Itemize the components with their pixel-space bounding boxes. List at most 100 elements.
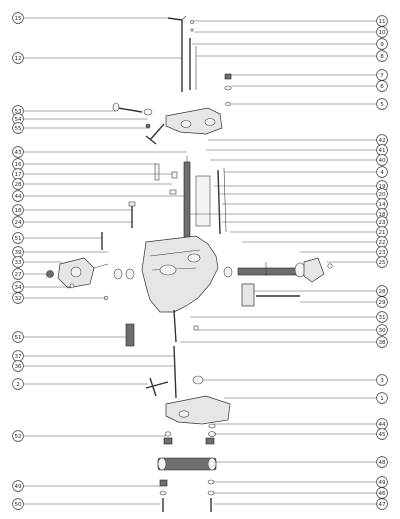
callout-left-17-7: 17 [12,168,172,180]
callout-circle [376,456,388,468]
t-fitting-upper [145,123,165,145]
callout-number: 22 [378,240,385,246]
callout-number: 30 [378,328,386,334]
upper-bolt-assembly [112,102,153,129]
callout-number: 31 [378,315,386,321]
callout-left-33-14: 33 [12,256,62,268]
callout-number: 53 [14,109,22,115]
callout-left-32-17: 32 [12,292,106,304]
callout-left-52-22: 52 [12,430,166,442]
callout-number: 41 [378,148,386,154]
callout-right-18-14: 18 [190,208,388,220]
callout-right-6-5: 6 [231,80,388,92]
housing-washers-left [103,268,135,301]
callout-right-28-20: 28 [254,285,388,297]
callout-number: 28 [14,182,22,188]
callout-circle [12,204,24,216]
callout-circle [12,480,24,492]
callout-number: 19 [378,184,386,190]
callout-right-20-12: 20 [218,188,388,200]
callout-number: 51 [14,236,22,242]
callout-circle [12,256,24,268]
callouts-left: 1512535455431617284418245139332734325137… [12,12,187,510]
callout-left-53-2: 53 [12,105,116,117]
callout-left-43-5: 43 [12,146,187,158]
callout-left-51-12: 51 [12,232,102,244]
callout-circle [376,98,388,110]
upper-clamp-bracket [165,107,223,135]
callout-number: 10 [378,30,386,36]
callout-right-9-2: 9 [192,38,388,50]
callout-number: 2 [16,382,20,388]
callout-right-44-27: 44 [214,418,388,430]
right-side-assembly [223,257,333,283]
callout-number: 42 [378,138,385,144]
callout-left-15-0: 15 [12,12,168,24]
callout-number: 14 [378,202,386,208]
callout-right-41-8: 41 [206,144,388,156]
callout-right-23-15: 23 [222,216,388,228]
callout-right-3-25: 3 [204,374,388,386]
callout-left-50-24: 50 [12,498,160,510]
callout-number: 51 [14,335,22,341]
callout-left-54-3: 54 [12,113,148,125]
lower-nut-set [163,423,216,445]
callout-number: 11 [378,19,386,25]
callout-left-27-15: 27 [12,268,50,280]
callout-number: 47 [378,502,386,508]
callout-right-19-11: 19 [214,180,388,192]
rod-hardware-top [189,20,197,90]
callout-right-25-19: 25 [326,256,388,268]
callout-circle [12,216,24,228]
callout-right-21-16: 21 [230,226,388,238]
callout-number: 23 [378,250,386,256]
bottom-knob [157,457,217,471]
callout-number: 44 [378,422,386,428]
callout-number: 37 [14,354,22,360]
callout-circle [376,311,388,323]
callout-right-4-10: 4 [224,166,388,178]
callout-circle [376,154,388,166]
callout-right-49-30: 49 [214,476,388,488]
callout-circle [376,166,388,178]
callout-right-48-29: 48 [216,456,388,468]
callout-circle [12,12,24,24]
callout-left-16-6: 16 [12,158,156,170]
callout-circle [12,52,24,64]
callout-circle [12,146,24,158]
callout-right-31-22: 31 [190,311,388,323]
callout-left-24-11: 24 [12,216,132,228]
callout-right-10-1: 10 [194,26,388,38]
callout-left-49-23: 49 [12,480,160,492]
callout-right-8-3: 8 [196,50,388,62]
callout-number: 9 [380,42,384,48]
callout-number: 39 [14,250,22,256]
lower-clamp-bracket [165,395,231,425]
callout-left-36-20: 36 [12,360,174,372]
callout-right-38-24: 38 [180,336,388,348]
callout-number: 7 [380,73,384,79]
callout-circle [376,80,388,92]
t-handle-lower [145,375,204,397]
callout-number: 36 [14,364,22,370]
callout-circle [12,331,24,343]
callout-number: 29 [378,300,386,306]
nuts-upper-right [224,73,232,106]
callout-right-23-18: 23 [300,246,388,258]
callout-circle [376,50,388,62]
callout-circle [12,268,24,280]
callout-number: 48 [378,460,386,466]
bottom-hardware [159,479,215,512]
callout-number: 16 [14,162,22,168]
callout-number: 21 [378,230,386,236]
callout-right-47-32: 47 [214,498,388,510]
callout-circle [376,324,388,336]
callout-right-30-23: 30 [198,324,388,336]
callout-right-45-28: 45 [214,428,388,440]
callout-number: 6 [380,84,384,90]
callout-circle [12,232,24,244]
callout-number: 32 [14,296,21,302]
callout-number: 5 [380,102,384,108]
callout-right-11-0: 11 [194,15,388,27]
